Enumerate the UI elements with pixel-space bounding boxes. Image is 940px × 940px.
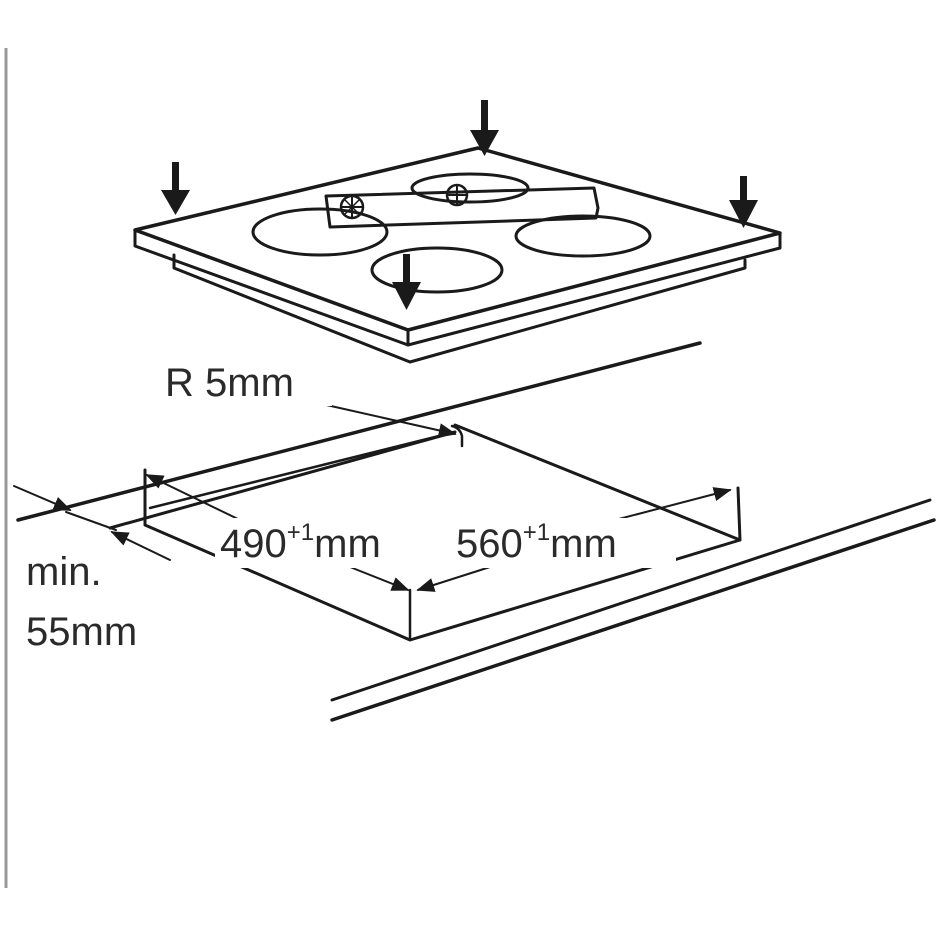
worktop — [16, 341, 936, 722]
radius-label: R 5mm — [165, 361, 294, 405]
depth-value: 490 — [220, 522, 287, 566]
radius-corner — [450, 424, 464, 448]
depth-label-bg — [215, 518, 441, 568]
burner-back — [410, 172, 530, 204]
burner-right — [514, 214, 652, 258]
width-label: 560+1mm — [456, 519, 617, 566]
arrow-down-icon — [729, 176, 758, 228]
min-distance-arrow-b — [110, 531, 171, 561]
width-tolerance: +1 — [523, 519, 550, 546]
width-dimension-line-a — [416, 566, 491, 592]
burner-left — [251, 207, 389, 257]
cut-out-back-left-edge — [148, 430, 457, 510]
width-label-bg — [452, 518, 676, 568]
depth-dimension-line-b — [349, 566, 410, 591]
min-label-line1: min. — [26, 550, 102, 594]
arrow-down-icon — [392, 254, 421, 310]
depth-dimension-line-a — [145, 474, 241, 521]
width-value: 560 — [456, 522, 523, 566]
cooktop-top-surface — [133, 146, 782, 332]
burner-front — [370, 246, 504, 294]
radius-leader — [321, 403, 457, 438]
cut-out — [143, 423, 742, 642]
depth-tolerance: +1 — [287, 519, 314, 546]
min-distance-span — [65, 511, 117, 531]
radius-label-bg — [160, 362, 332, 406]
arrow-down-icon — [161, 162, 190, 215]
min-distance-arrow-a — [13, 485, 72, 511]
depth-label: 490+1mm — [220, 519, 381, 566]
arrow-down-icon — [470, 100, 499, 156]
width-dimension-line-b — [614, 487, 732, 521]
cooktop-underside — [172, 253, 747, 364]
cooktop — [133, 100, 782, 364]
depth-unit: mm — [314, 522, 381, 566]
cut-out-back-right-edge — [453, 423, 742, 542]
min-label-line2: 55mm — [26, 610, 137, 654]
width-unit: mm — [550, 522, 617, 566]
spirit-level-icon — [324, 183, 600, 229]
